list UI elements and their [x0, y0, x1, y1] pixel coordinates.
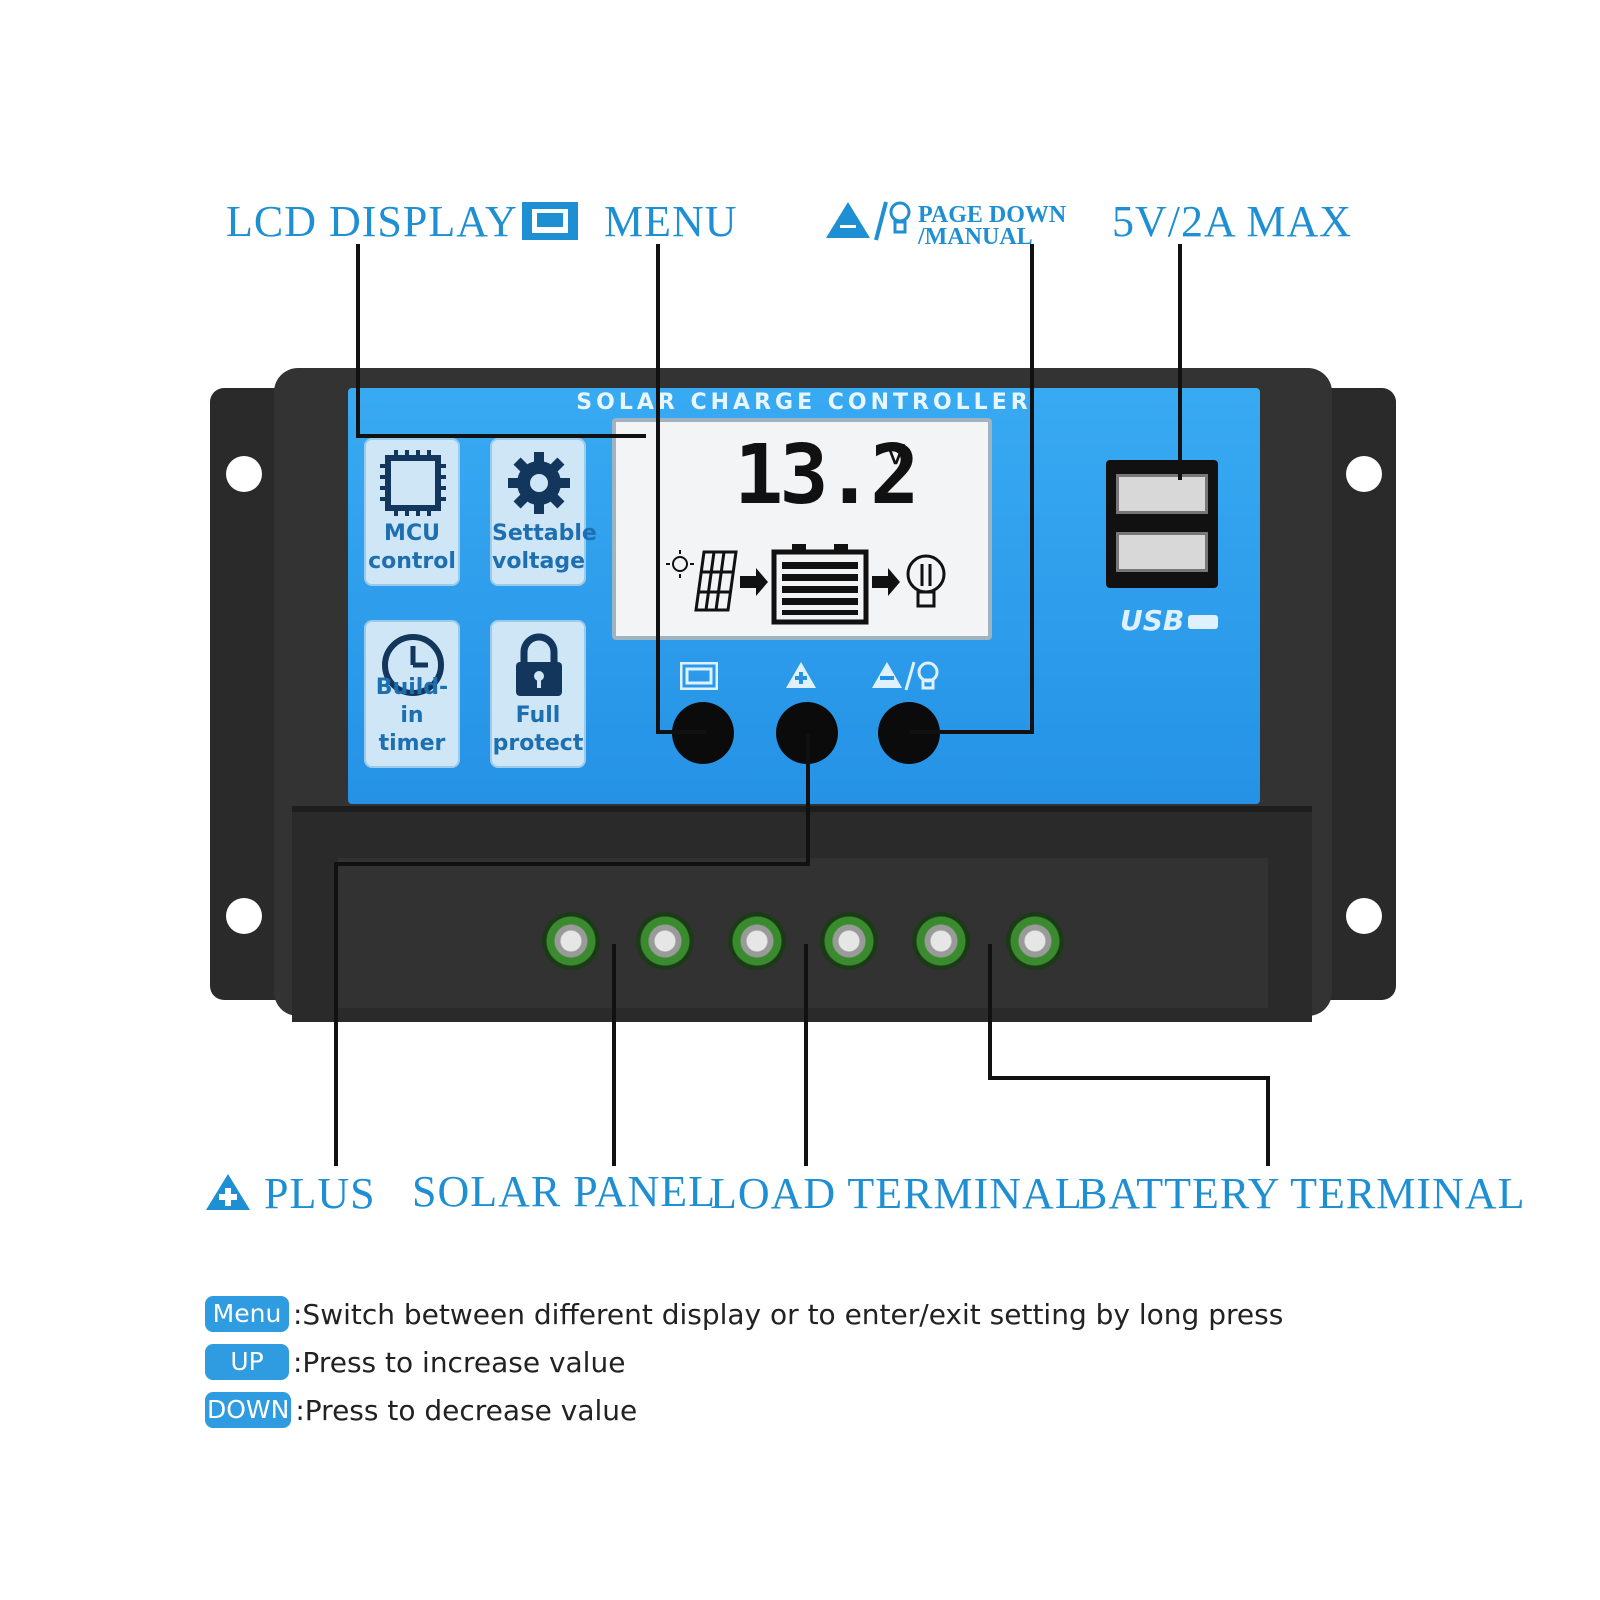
feature-label: protect — [492, 731, 584, 756]
plus-callout: PLUS — [264, 1169, 376, 1218]
feature-mcu-control: MCU control — [364, 438, 460, 586]
legend-row-menu: Menu :Switch between different display o… — [205, 1296, 1283, 1332]
plus-icon — [206, 1174, 250, 1210]
lcd-display-callout: LCD DISPLAY — [226, 197, 518, 246]
legend-text-up: :Press to increase value — [293, 1345, 626, 1379]
feature-label: Settable — [492, 521, 597, 546]
sun-icon — [666, 550, 694, 578]
feature-label: Build-in — [375, 675, 449, 728]
menu-button-symbol-icon — [680, 662, 718, 690]
mount-hole-top-left — [226, 456, 262, 492]
usb-label-text: USB — [1120, 604, 1185, 637]
leader-solar — [612, 944, 616, 1166]
solar-terminal-positive[interactable] — [542, 912, 600, 970]
battery-terminal-positive[interactable] — [912, 912, 970, 970]
load-terminal-callout: LOAD TERMINAL — [710, 1169, 1083, 1218]
arrow-icon — [740, 568, 768, 596]
load-terminal-negative[interactable] — [820, 912, 878, 970]
leader-battery — [988, 944, 992, 1078]
usb-slot-top — [1116, 474, 1208, 514]
terminal-channel — [338, 858, 1268, 1008]
legend-text-down: :Press to decrease value — [295, 1393, 638, 1427]
solar-panel-callout: SOLAR PANEL — [412, 1167, 716, 1216]
legend-row-down: DOWN :Press to decrease value — [205, 1392, 637, 1428]
leader-lcd — [356, 244, 360, 436]
leader-page-down — [910, 730, 1034, 734]
feature-label: MCU — [384, 521, 440, 546]
arrow-icon — [872, 568, 900, 596]
clock-icon — [382, 634, 444, 696]
leader-usb — [1178, 244, 1182, 480]
page-down-icon — [826, 201, 911, 241]
mount-hole-bottom-left — [226, 898, 262, 934]
leader-battery — [1266, 1076, 1270, 1166]
leader-lcd — [356, 434, 646, 438]
leader-load — [804, 944, 808, 1166]
lcd-reading: 13.2 — [734, 428, 919, 523]
usb-label: USB — [1120, 604, 1219, 637]
gear-icon — [508, 452, 570, 514]
leader-menu — [656, 730, 706, 734]
legend-badge-down: DOWN — [205, 1392, 292, 1428]
menu-callout: MENU — [604, 197, 738, 246]
page-down-callout: PAGE DOWN /MANUAL — [918, 202, 1067, 250]
feature-label: control — [368, 549, 456, 574]
up-button-symbol-icon — [786, 662, 816, 688]
feature-label: Full — [515, 703, 561, 728]
usb-port[interactable] — [1106, 460, 1218, 588]
leader-battery — [988, 1076, 1270, 1080]
lcd-flow-icons — [666, 544, 946, 625]
mount-hole-top-right — [1346, 456, 1382, 492]
solar-terminal-negative[interactable] — [636, 912, 694, 970]
lcd-screen: 13.2 V — [612, 418, 992, 640]
menu-icon — [522, 202, 578, 240]
page-down-line1: PAGE DOWN — [918, 202, 1067, 228]
legend-text-menu: :Switch between different display or to … — [293, 1297, 1284, 1331]
usb-max-callout: 5V/2A MAX — [1112, 197, 1353, 246]
feature-build-in-timer: Build-in timer — [364, 620, 460, 768]
solar-panel-icon — [694, 550, 738, 612]
feature-settable-voltage: Settable voltage — [490, 438, 597, 586]
leader-plus — [806, 734, 810, 866]
mount-hole-bottom-right — [1346, 898, 1382, 934]
lcd-unit: V — [886, 438, 906, 471]
battery-terminal-negative[interactable] — [1006, 912, 1064, 970]
down-manual-button-symbol-icon — [872, 661, 939, 691]
legend-badge-menu: Menu — [205, 1296, 289, 1332]
leader-menu — [656, 244, 660, 732]
load-terminal-positive[interactable] — [728, 912, 786, 970]
battery-terminal-callout: BATTERY TERMINAL — [1078, 1169, 1526, 1218]
feature-full-protect: Full protect — [490, 620, 586, 768]
usb-plug-icon — [1188, 615, 1219, 629]
usb-slot-bottom — [1116, 532, 1208, 572]
feature-label: voltage — [492, 549, 586, 574]
leader-plus — [334, 862, 338, 1166]
leader-page-down — [1030, 244, 1034, 734]
bulb-icon — [906, 554, 946, 608]
legend-badge-up: UP — [205, 1344, 289, 1380]
battery-icon — [771, 544, 869, 625]
page-down-line2: /MANUAL — [918, 224, 1033, 250]
feature-label: timer — [378, 731, 446, 756]
leader-plus — [334, 862, 810, 866]
lock-icon — [516, 633, 562, 696]
chip-icon — [380, 450, 446, 516]
device-title: SOLAR CHARGE CONTROLLER — [576, 390, 1032, 415]
legend-row-up: UP :Press to increase value — [205, 1344, 625, 1380]
